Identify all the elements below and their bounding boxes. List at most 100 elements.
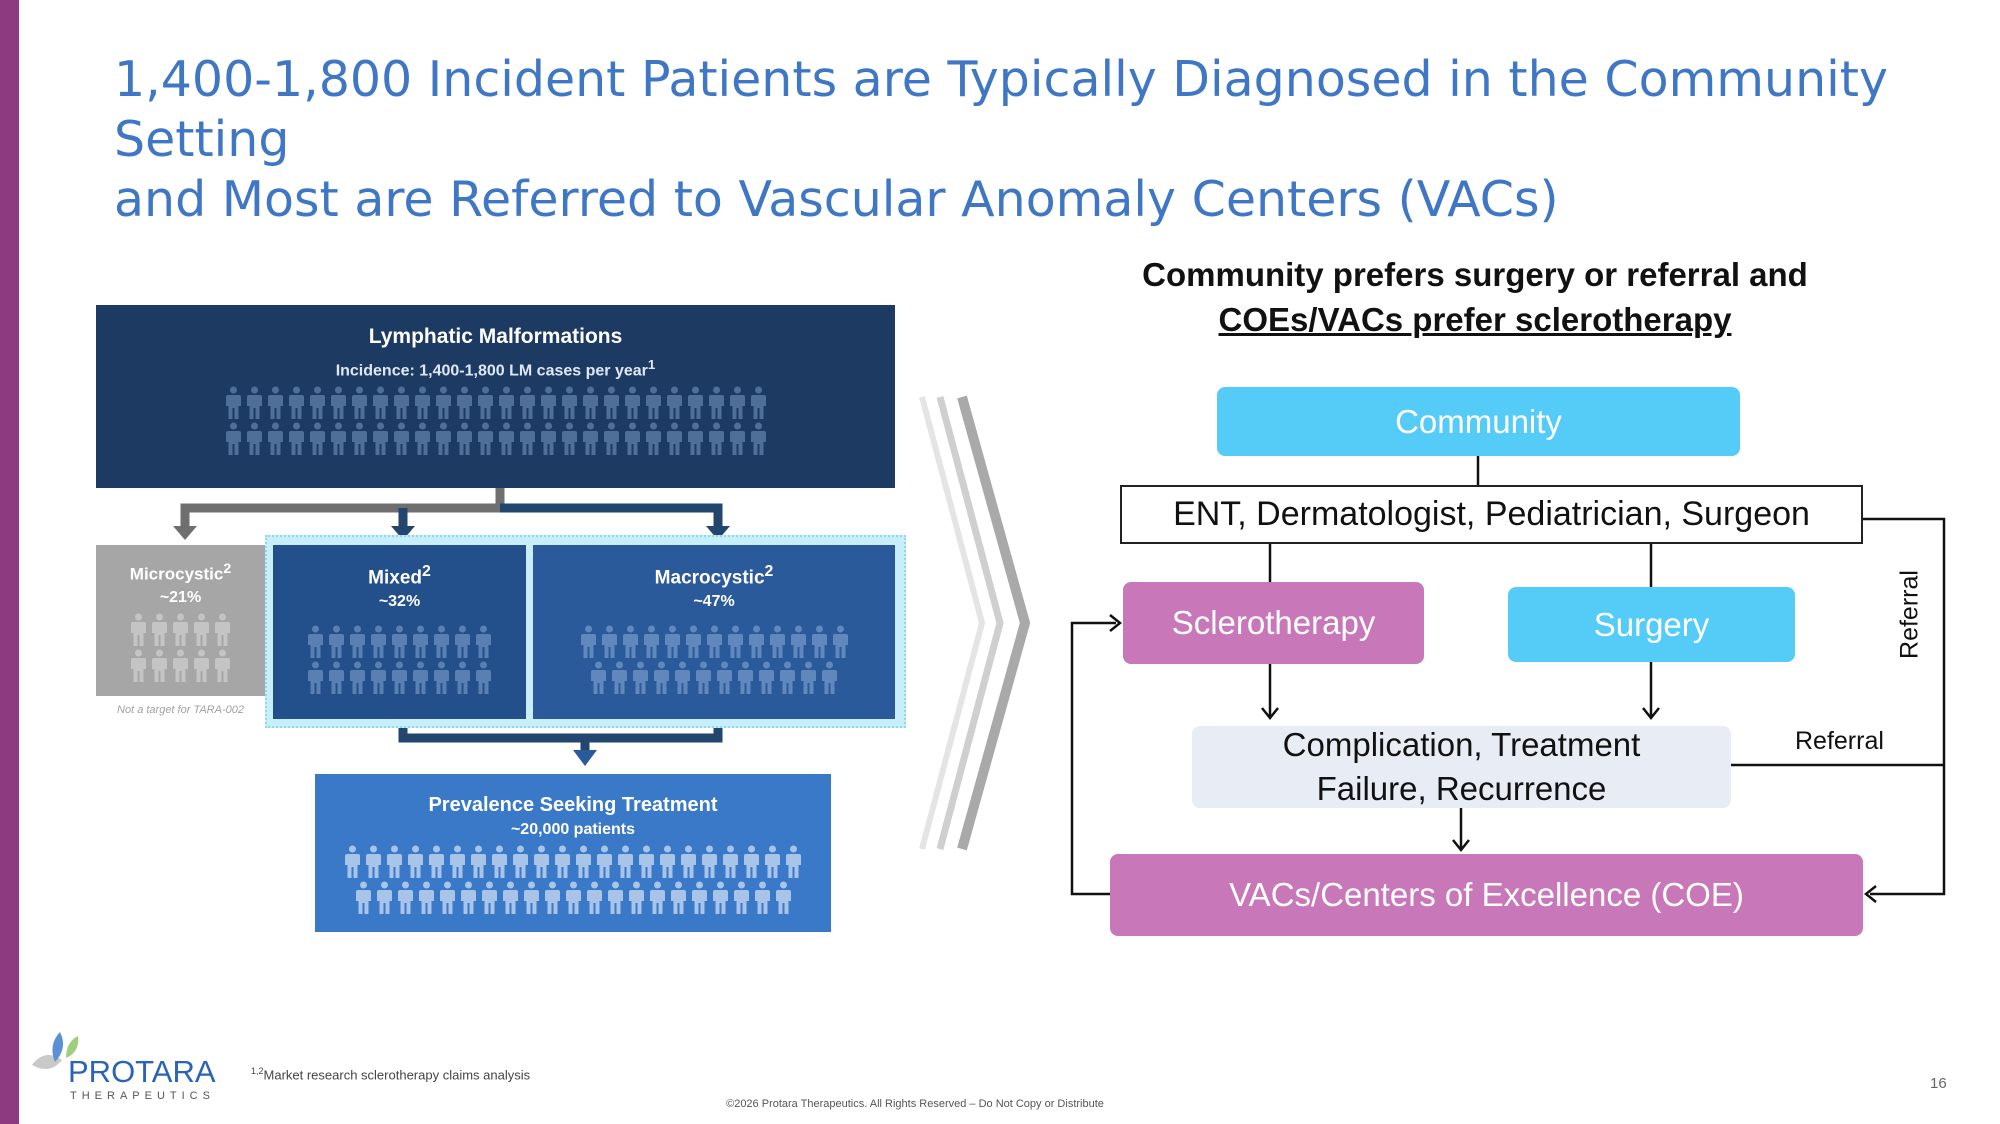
person-icon: [435, 386, 451, 420]
person-icon: [267, 386, 283, 420]
person-icon: [708, 422, 724, 456]
person-icon: [371, 625, 386, 659]
people-row: [533, 661, 895, 695]
person-icon: [576, 845, 591, 878]
lm-title: Lymphatic Malformations: [368, 325, 623, 348]
person-icon: [750, 386, 766, 420]
person-icon: [597, 845, 612, 878]
person-icon: [580, 625, 596, 659]
person-icon: [350, 625, 365, 659]
person-icon: [387, 845, 402, 878]
microcystic-title: Microcystic: [129, 564, 224, 584]
person-icon: [215, 613, 230, 646]
person-icon: [456, 386, 472, 420]
person-icon: [502, 881, 518, 914]
people-row: [273, 625, 526, 659]
person-icon: [582, 422, 598, 456]
person-icon: [309, 422, 325, 456]
person-icon: [729, 386, 745, 420]
person-icon: [786, 845, 801, 878]
person-icon: [498, 422, 514, 456]
person-icon: [351, 422, 367, 456]
person-icon: [455, 661, 470, 695]
vacs-coe-box: VACs/Centers of Excellence (COE): [1110, 854, 1863, 936]
person-icon: [308, 625, 323, 659]
person-icon: [790, 625, 806, 659]
person-icon: [267, 422, 283, 456]
page-title: 1,400-1,800 Incident Patients are Typica…: [114, 50, 1994, 230]
person-icon: [639, 845, 654, 878]
title-line-2: and Most are Referred to Vascular Anomal…: [114, 171, 1559, 228]
complication-line-2: Failure, Recurrence: [1316, 770, 1607, 807]
person-icon: [685, 625, 701, 659]
macrocystic-title: Macrocystic: [654, 567, 765, 589]
lm-subtitle: Incidence: 1,400-1,800 LM cases per year: [335, 362, 648, 380]
macrocystic-pct: ~47%: [693, 593, 735, 611]
person-icon: [376, 881, 392, 914]
person-icon: [225, 386, 241, 420]
person-icon: [706, 625, 722, 659]
person-icon: [666, 422, 682, 456]
person-icon: [351, 386, 367, 420]
person-icon: [173, 613, 188, 646]
person-icon: [670, 881, 686, 914]
referral-label-horizontal: Referral: [1795, 727, 1884, 755]
microcystic-box: Microcystic2 ~21%: [96, 545, 265, 696]
person-icon: [822, 661, 837, 695]
mixed-title: Mixed: [368, 567, 423, 589]
person-icon: [708, 386, 724, 420]
person-icon: [696, 661, 711, 695]
person-icon: [476, 625, 491, 659]
person-icon: [675, 661, 690, 695]
person-icon: [414, 386, 430, 420]
person-icon: [392, 625, 407, 659]
person-icon: [194, 613, 209, 646]
person-icon: [687, 422, 703, 456]
person-icon: [561, 422, 577, 456]
person-icon: [775, 881, 791, 914]
footnote-ref: 2: [223, 561, 232, 577]
person-icon: [246, 386, 262, 420]
person-icon: [434, 625, 449, 659]
person-icon: [329, 625, 344, 659]
person-icon: [555, 845, 570, 878]
person-icon: [439, 881, 455, 914]
arrow-to-prevalence: [398, 719, 723, 752]
people-row: [96, 386, 895, 420]
person-icon: [612, 661, 627, 695]
mixed-box: Mixed2 ~32%: [273, 545, 526, 719]
referral-label-vertical: Referral: [1895, 570, 1924, 659]
chevron-icon: [919, 395, 1031, 851]
person-icon: [372, 422, 388, 456]
person-icon: [654, 661, 669, 695]
person-icon: [733, 881, 749, 914]
person-icon: [765, 845, 780, 878]
person-icon: [687, 386, 703, 420]
person-icon: [603, 422, 619, 456]
logo-text: PROTARA: [68, 1054, 216, 1089]
person-icon: [498, 386, 514, 420]
person-icon: [455, 625, 470, 659]
community-box: Community: [1217, 387, 1740, 456]
person-icon: [582, 386, 598, 420]
person-icon: [392, 661, 407, 695]
person-icon: [660, 845, 675, 878]
person-icon: [811, 625, 827, 659]
person-icon: [519, 386, 535, 420]
ent-specialists-box: ENT, Dermatologist, Pediatrician, Surgeo…: [1120, 485, 1863, 544]
person-icon: [832, 625, 848, 659]
macrocystic-box: Macrocystic2 ~47%: [533, 545, 895, 719]
person-icon: [408, 845, 423, 878]
person-icon: [246, 422, 262, 456]
person-icon: [471, 845, 486, 878]
person-icon: [780, 661, 795, 695]
person-icon: [435, 422, 451, 456]
person-icon: [413, 625, 428, 659]
person-icon: [393, 386, 409, 420]
person-icon: [418, 881, 434, 914]
person-icon: [769, 625, 785, 659]
person-icon: [666, 386, 682, 420]
person-icon: [513, 845, 528, 878]
prevalence-box: Prevalence Seeking Treatment ~20,000 pat…: [315, 774, 831, 932]
